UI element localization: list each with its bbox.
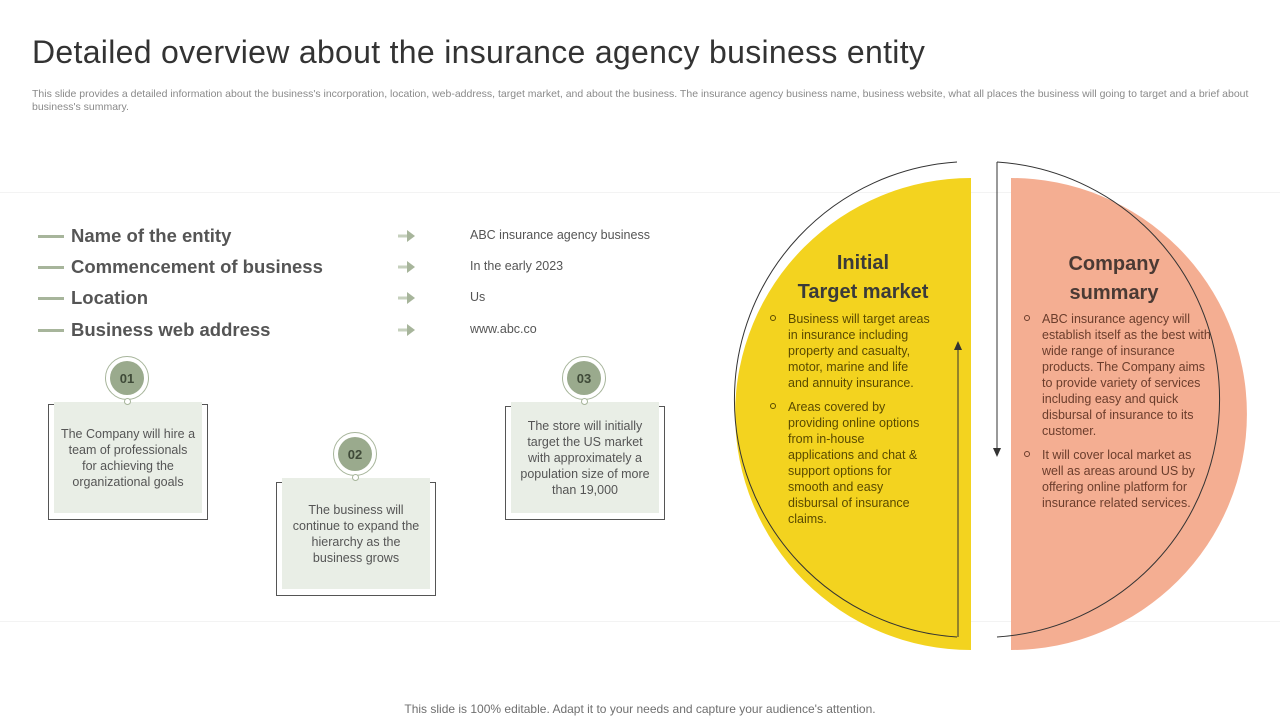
bullet-text: ABC insurance agency will establish itse… <box>1042 312 1211 438</box>
circle-bullet-icon <box>1024 315 1030 321</box>
bullet-item: Areas covered by providing online option… <box>768 399 932 527</box>
bullet-text: Areas covered by providing online option… <box>788 400 920 526</box>
dash-marker <box>38 266 64 269</box>
step-text: The business will continue to expand the… <box>282 478 430 589</box>
company-summary-half <box>1011 178 1247 650</box>
detail-value: ABC insurance agency business <box>470 228 650 242</box>
company-summary-title-line2: summary <box>1069 282 1159 304</box>
arrow-right-icon <box>398 324 415 336</box>
detail-label: Commencement of business <box>71 256 323 277</box>
connector-dot <box>124 398 131 405</box>
arrow-up-icon <box>954 341 962 350</box>
company-summary-bullets: ABC insurance agency will establish itse… <box>1022 311 1212 519</box>
step-number: 03 <box>567 361 601 395</box>
company-summary-title-line1: Company <box>1068 253 1160 275</box>
target-market-half <box>735 178 971 650</box>
connector-dot <box>581 398 588 405</box>
step-badge: 03 <box>562 356 606 400</box>
step-text: The Company will hire a team of professi… <box>54 402 202 513</box>
footer-note: This slide is 100% editable. Adapt it to… <box>404 702 876 716</box>
detail-row-entity-name: Name of the entity ABC insurance agency … <box>38 225 698 249</box>
target-market-bullets: Business will target areas in insurance … <box>768 311 932 535</box>
dash-marker <box>38 297 64 300</box>
arrow-right-icon <box>398 230 415 242</box>
detail-value: Us <box>470 290 486 304</box>
detail-row-location: Location Us <box>38 287 698 311</box>
step-text: The store will initially target the US m… <box>511 402 659 513</box>
arrow-right-icon <box>398 261 415 273</box>
arrow-down-icon <box>993 448 1001 457</box>
circle-bullet-icon <box>770 315 776 321</box>
dash-marker <box>38 329 64 332</box>
bullet-item: ABC insurance agency will establish itse… <box>1022 311 1212 439</box>
page-description: This slide provides a detailed informati… <box>32 88 1249 113</box>
outer-arc-right <box>996 161 1221 638</box>
detail-value: In the early 2023 <box>470 259 564 273</box>
detail-label: Name of the entity <box>71 225 232 246</box>
step-badge: 01 <box>105 356 149 400</box>
detail-row-commencement: Commencement of business In the early 20… <box>38 256 698 280</box>
step-number: 01 <box>110 361 144 395</box>
page-title: Detailed overview about the insurance ag… <box>32 34 926 70</box>
circle-bullet-icon <box>770 403 776 409</box>
detail-value: www.abc.co <box>470 322 537 336</box>
target-market-title-line2: Target market <box>797 281 929 303</box>
detail-row-web-address: Business web address www.abc.co <box>38 319 698 343</box>
outer-arc-left <box>733 161 958 638</box>
bullet-text: Business will target areas in insurance … <box>788 312 930 390</box>
target-market-title-line1: Initial <box>836 252 890 274</box>
bullet-item: It will cover local market as well as ar… <box>1022 447 1212 511</box>
step-number: 02 <box>338 437 372 471</box>
detail-label: Location <box>71 287 149 308</box>
content-band <box>0 192 1280 622</box>
step-badge: 02 <box>333 432 377 476</box>
bullet-item: Business will target areas in insurance … <box>768 311 932 391</box>
arrow-right-icon <box>398 292 415 304</box>
connector-dot <box>352 474 359 481</box>
target-market-title: Initial Target market <box>782 249 944 307</box>
bullet-text: It will cover local market as well as ar… <box>1042 448 1195 510</box>
dash-marker <box>38 235 64 238</box>
company-summary-title: Company summary <box>1036 250 1192 308</box>
circle-bullet-icon <box>1024 451 1030 457</box>
detail-label: Business web address <box>71 319 271 340</box>
